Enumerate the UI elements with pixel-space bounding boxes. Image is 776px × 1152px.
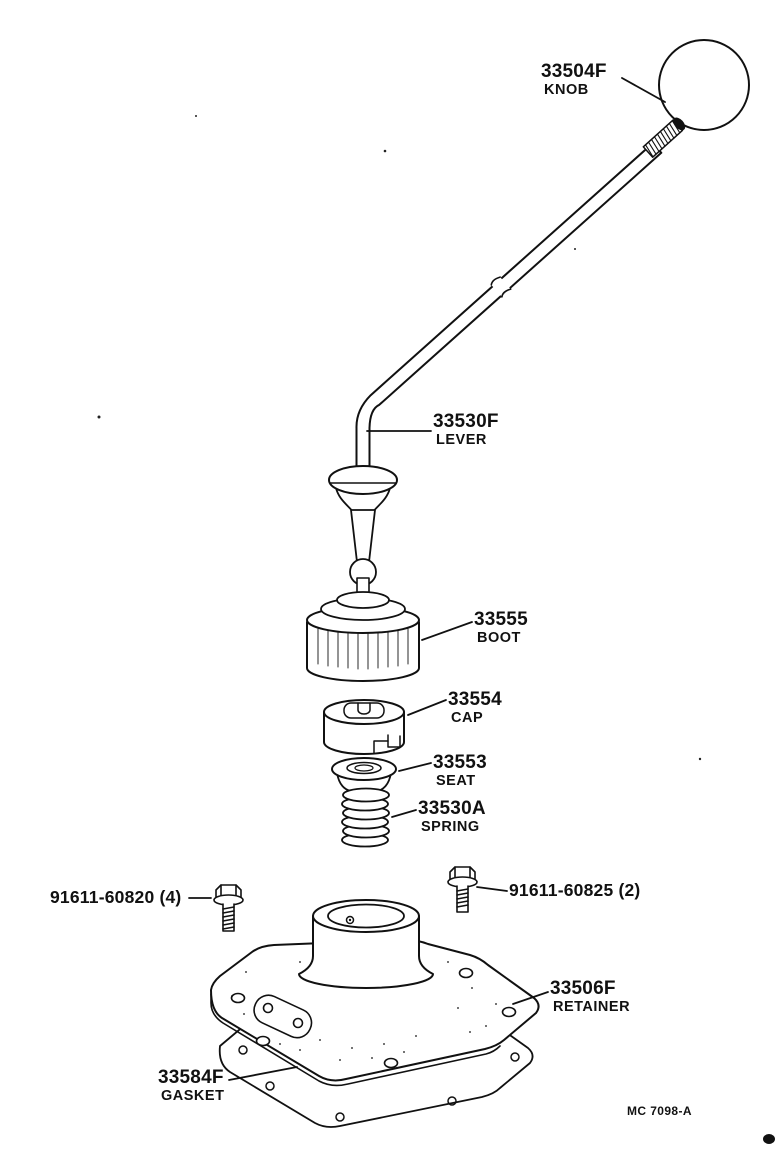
part-number: 33555 bbox=[474, 609, 528, 630]
leader-lines bbox=[188, 77, 666, 1081]
leader-seat bbox=[398, 762, 432, 772]
label-bolt-left: 91611-60820 (4) bbox=[50, 887, 182, 907]
part-number: 33530A bbox=[418, 798, 486, 819]
part-number: 33504F bbox=[541, 61, 607, 82]
leader-knob bbox=[621, 77, 666, 103]
label-cap: 33554 CAP bbox=[448, 689, 502, 727]
part-number: 33553 bbox=[433, 752, 487, 773]
leader-cap bbox=[407, 699, 447, 716]
boot-shape bbox=[306, 591, 420, 682]
part-name: RETAINER bbox=[553, 998, 631, 1015]
label-boot: 33555 BOOT bbox=[474, 609, 528, 647]
part-name: LEVER bbox=[436, 431, 487, 448]
leader-spring bbox=[391, 809, 417, 818]
part-name: SEAT bbox=[436, 772, 476, 789]
spring-shape bbox=[341, 787, 390, 848]
scan-specks bbox=[97, 115, 775, 1144]
seat-shape bbox=[331, 757, 397, 792]
cap-shape bbox=[323, 699, 405, 755]
part-name: CAP bbox=[451, 709, 484, 726]
retainer-shape bbox=[210, 899, 540, 1087]
bolt-left-shape bbox=[213, 884, 244, 932]
part-number: 91611-60825 (2) bbox=[509, 880, 641, 900]
part-number: 33554 bbox=[448, 689, 502, 710]
leader-bolt-right bbox=[476, 886, 508, 892]
label-seat: 33553 SEAT bbox=[433, 752, 487, 790]
leader-retainer bbox=[512, 991, 549, 1005]
label-gasket: 33584F GASKET bbox=[158, 1067, 225, 1105]
label-knob: 33504F KNOB bbox=[541, 61, 607, 99]
plate-stipple bbox=[231, 961, 497, 1061]
part-number: 33506F bbox=[550, 978, 616, 999]
drawing-code: MC 7098-A bbox=[627, 1104, 692, 1118]
label-lever: 33530F LEVER bbox=[433, 411, 499, 449]
knob-thread bbox=[642, 117, 686, 158]
label-spring: 33530A SPRING bbox=[418, 798, 486, 836]
bolt-right-shape bbox=[447, 866, 478, 913]
label-retainer: 33506F RETAINER bbox=[550, 978, 631, 1016]
lever-shape bbox=[328, 142, 663, 603]
part-number: 91611-60820 (4) bbox=[50, 887, 182, 907]
label-bolt-right: 91611-60825 (2) bbox=[509, 880, 641, 900]
part-number: 33530F bbox=[433, 411, 499, 432]
boot-texture bbox=[317, 628, 409, 670]
leader-gasket bbox=[228, 1066, 298, 1081]
part-name: BOOT bbox=[477, 629, 521, 646]
leader-boot bbox=[421, 621, 473, 641]
part-number: 33584F bbox=[158, 1067, 224, 1088]
part-name: GASKET bbox=[161, 1087, 225, 1104]
knob-shape bbox=[642, 39, 750, 158]
part-name: SPRING bbox=[421, 818, 480, 835]
part-name: KNOB bbox=[544, 81, 589, 98]
